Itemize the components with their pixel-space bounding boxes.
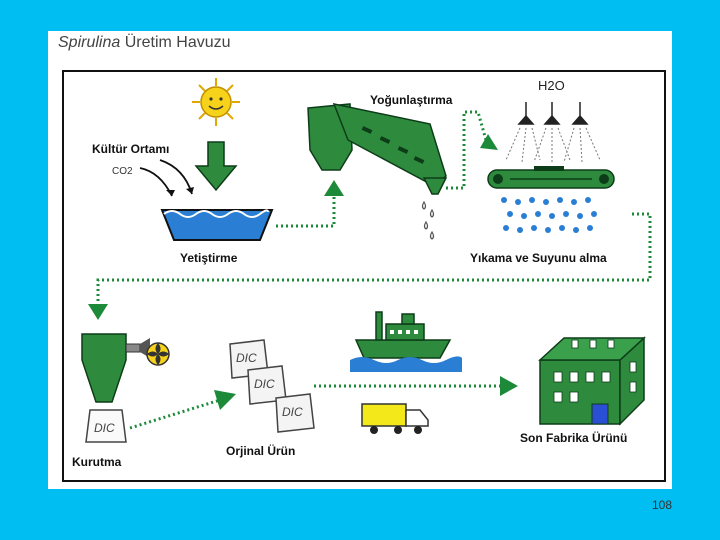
diagram-title: Spirulina Üretim Havuzu [58,34,231,52]
dryer-bag: DIC [85,409,127,443]
product-bags: DIC DIC DIC [229,339,315,433]
diagram-frame [62,70,666,482]
label-drying: Kurutma [72,455,122,469]
cultivation-tank [160,209,274,241]
label-original-product: Orjinal Ürün [226,443,295,458]
sprinkler-icon [517,102,589,125]
title-rest: Üretim Havuzu [120,34,231,51]
label-culture-medium: Kültür Ortamı [92,142,169,156]
label-water: H2O [538,78,565,93]
bag-label-2: DIC [254,377,275,391]
bag-label-3: DIC [282,405,303,419]
fan-icon [146,342,170,366]
ship-icon [350,311,462,372]
washing-conveyor [487,166,615,189]
water-drops [501,197,597,233]
page-number: 108 [652,498,673,512]
bag-label: DIC [94,421,115,435]
label-factory-product: Son Fabrika Ürünü [520,430,627,445]
flow-arrow-2 [446,110,488,190]
flow-arrow-1 [276,192,336,228]
factory-icon [538,336,646,426]
concentrator-machine [307,102,448,195]
label-co2: CO2 [112,166,133,177]
culture-arrow [139,167,173,197]
label-washing: Yıkama ve Suyunu alma [470,251,607,265]
bag-label-1: DIC [236,351,257,365]
spray-lines [505,127,601,163]
truck-icon [361,403,429,434]
flow-arrow-4 [129,398,221,430]
title-italic: Spirulina [58,34,121,51]
flow-arrow-3 [96,212,652,304]
dryer-machine [81,333,150,403]
label-concentration: Yoğunlaştırma [370,93,453,107]
sunlight-arrow [194,141,238,192]
label-cultivation: Yetiştirme [180,251,238,265]
drip-icon [421,200,435,240]
sun-icon [192,78,240,126]
